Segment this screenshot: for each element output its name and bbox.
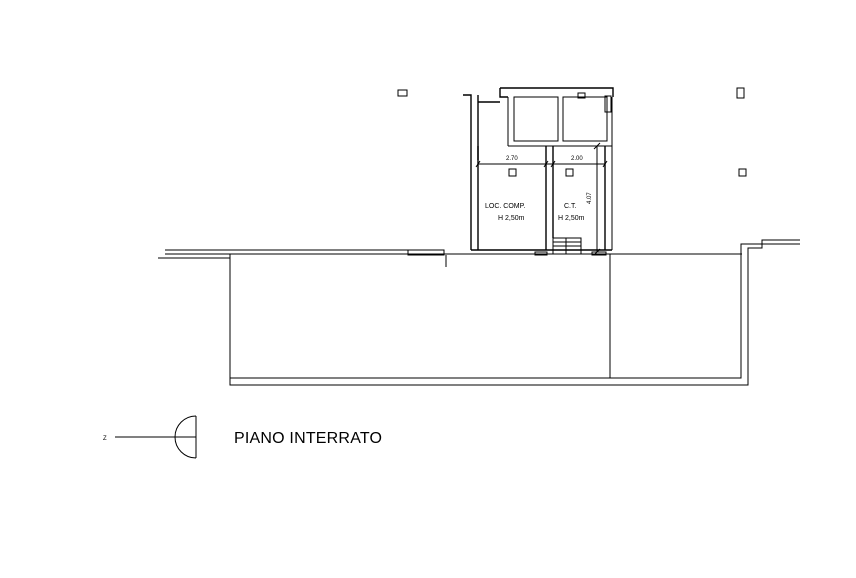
room-height-loc-comp: H 2,50m — [498, 215, 525, 222]
pillars — [397, 87, 747, 177]
dimension-lines — [475, 142, 608, 256]
room-name-loc-comp: LOC. COMP. — [485, 203, 525, 210]
dim-width-left: 2.70 — [506, 156, 518, 162]
room-height-ct: H 2,50m — [558, 215, 585, 222]
plan-title: PIANO INTERRATO — [234, 430, 383, 447]
room-name-ct: C.T. — [564, 203, 577, 210]
entrance-wall — [407, 249, 447, 267]
main-basement-outline — [229, 239, 800, 386]
dim-width-right: 2.00 — [571, 156, 583, 162]
technical-block — [463, 87, 614, 256]
north-label: Z — [103, 436, 107, 442]
dim-depth: 4.07 — [587, 192, 593, 204]
north-arrow-icon — [115, 415, 197, 459]
